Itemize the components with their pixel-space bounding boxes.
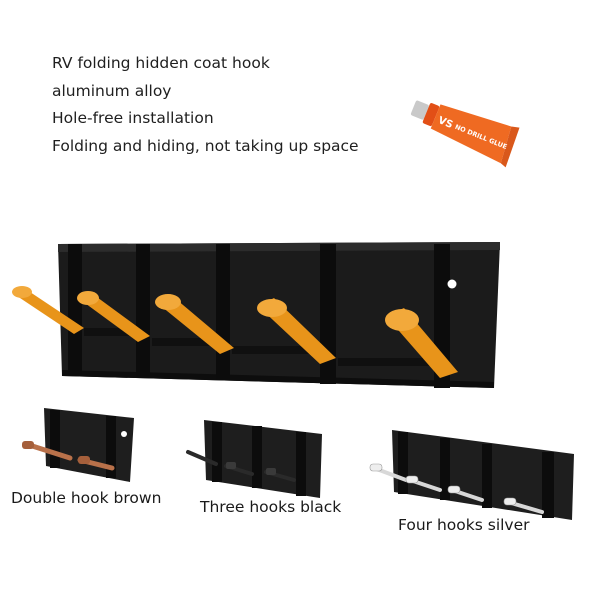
main-coat-rack xyxy=(12,242,500,388)
variant-caption: Four hooks silver xyxy=(398,516,530,534)
rack-bracket xyxy=(398,432,408,494)
three-hooks-black-image xyxy=(186,420,322,498)
variant-hook xyxy=(264,468,296,482)
variant-caption: Three hooks black xyxy=(200,498,342,516)
variant-hook xyxy=(503,497,544,514)
variant-caption: Double hook brown xyxy=(11,489,162,507)
variant-hook xyxy=(447,485,484,502)
main-hook xyxy=(12,286,84,334)
rack-bracket xyxy=(440,438,450,500)
rack-bracket xyxy=(68,244,82,376)
glue-crimp xyxy=(500,126,520,168)
main-hook xyxy=(77,291,150,342)
glue-brand: VS xyxy=(436,115,454,131)
variant-hook xyxy=(22,441,73,461)
rack-bracket xyxy=(542,452,554,518)
variant-hook xyxy=(405,475,442,492)
rack-bracket xyxy=(50,410,60,468)
mount-hole xyxy=(447,279,457,289)
rack-bracket xyxy=(482,444,492,508)
variant-hook xyxy=(186,450,218,466)
glue-body xyxy=(430,104,512,164)
rack-bracket xyxy=(136,244,150,376)
rack-bracket xyxy=(212,422,222,482)
glue-cap xyxy=(410,100,429,120)
glue-tube-image: VS NO DRILL GLUE xyxy=(410,100,520,168)
feature-item: Folding and hiding, not taking up space xyxy=(52,136,359,155)
feature-item: aluminum alloy xyxy=(52,81,172,100)
glue-nozzle xyxy=(422,103,440,127)
main-hook xyxy=(257,298,336,364)
double-hook-brown-image xyxy=(22,408,134,482)
feature-item: RV folding hidden coat hook xyxy=(52,54,270,72)
variant-hook xyxy=(369,463,408,482)
main-hook xyxy=(385,308,458,378)
four-hooks-silver-image xyxy=(369,430,574,520)
rack-bracket xyxy=(106,416,116,478)
feature-list: RV folding hidden coat hook aluminum all… xyxy=(52,50,359,160)
rack-bracket xyxy=(252,426,262,488)
feature-item: Hole-free installation xyxy=(52,109,214,127)
variant-hook xyxy=(77,456,115,471)
mount-hole xyxy=(121,431,127,437)
variant-hook xyxy=(224,462,254,476)
main-hook xyxy=(155,294,234,354)
rack-bracket xyxy=(296,432,306,496)
rack-bracket xyxy=(216,244,230,380)
